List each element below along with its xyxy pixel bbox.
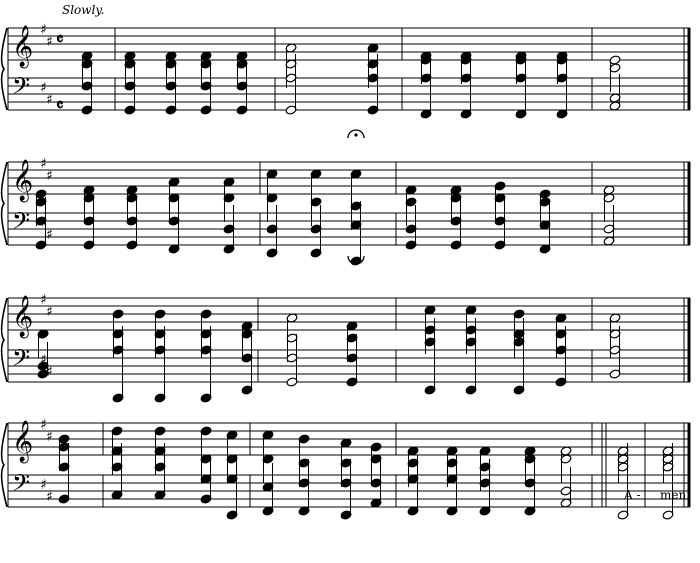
key-sharp: ♯	[46, 34, 53, 50]
bass-clef: 𝄢	[12, 207, 30, 240]
key-sharp: ♯	[46, 227, 53, 243]
key-sharp: ♯	[46, 92, 53, 108]
key-sharp: ♯	[40, 477, 47, 493]
key-sharp: ♯	[40, 22, 47, 38]
amen-lyric-men: men.	[660, 488, 690, 502]
key-sharp: ♯	[40, 352, 47, 368]
system-brace	[0, 27, 8, 111]
key-sharp: ♯	[40, 80, 47, 96]
treble-clef: 𝄞	[12, 420, 33, 463]
staves: 𝄞𝄢♯♯♯♯𝄞𝄢♯♯♯♯𝄞𝄢♯♯♯♯𝄞𝄢♯♯♯♯	[0, 22, 691, 508]
bass-clef: 𝄢	[12, 344, 30, 377]
bass-clef: 𝄢	[12, 72, 30, 105]
key-sharp: ♯	[46, 489, 53, 505]
treble-clef: 𝄞	[12, 25, 33, 68]
fermata	[347, 255, 365, 265]
key-sharp: ♯	[46, 168, 53, 184]
key-sharp: ♯	[46, 364, 53, 380]
key-sharp: ♯	[46, 429, 53, 445]
system-brace	[0, 161, 8, 246]
bass-clef: 𝄢	[12, 469, 30, 502]
system-brace	[0, 422, 8, 508]
system-brace	[0, 297, 8, 383]
tempo-marking: Slowly.	[62, 3, 104, 17]
treble-clef: 𝄞	[12, 295, 33, 338]
fermata-dot	[354, 133, 358, 137]
time-signature-bass: 𝄴	[56, 96, 64, 116]
fermata-dot	[354, 257, 358, 261]
key-sharp: ♯	[40, 292, 47, 308]
time-signature-treble: 𝄴	[56, 30, 64, 50]
key-sharp: ♯	[40, 156, 47, 172]
key-sharp: ♯	[46, 304, 53, 320]
fermata	[347, 129, 365, 139]
notes	[35, 43, 674, 520]
treble-clef: 𝄞	[12, 159, 33, 202]
amen-lyric-a: A -	[623, 488, 641, 502]
key-sharp: ♯	[40, 417, 47, 433]
